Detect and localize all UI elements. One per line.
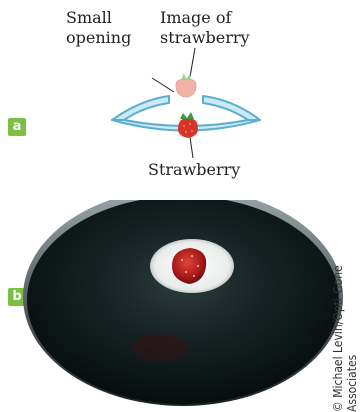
opening-pointer-line <box>152 78 174 92</box>
mirage-device-photo <box>0 200 364 412</box>
strawberry-label: Strawberry <box>148 160 240 180</box>
dome-body <box>27 200 339 404</box>
strawberry-pointer-line <box>190 137 193 158</box>
strawberry-image-icon <box>176 73 196 97</box>
strawberry-icon <box>178 112 198 138</box>
upper-mirror-left <box>112 96 169 120</box>
image-pointer-line <box>190 48 195 77</box>
panel-a-badge: a <box>8 118 26 136</box>
dome-reflection <box>132 334 188 362</box>
upper-mirror-right <box>203 96 260 120</box>
photo-credit: © Michael Levin/Opti-Gone Associates <box>327 236 364 412</box>
credit-line1: © Michael Levin/Opti-Gone <box>331 236 345 412</box>
credit-line2: Associates <box>345 236 359 412</box>
